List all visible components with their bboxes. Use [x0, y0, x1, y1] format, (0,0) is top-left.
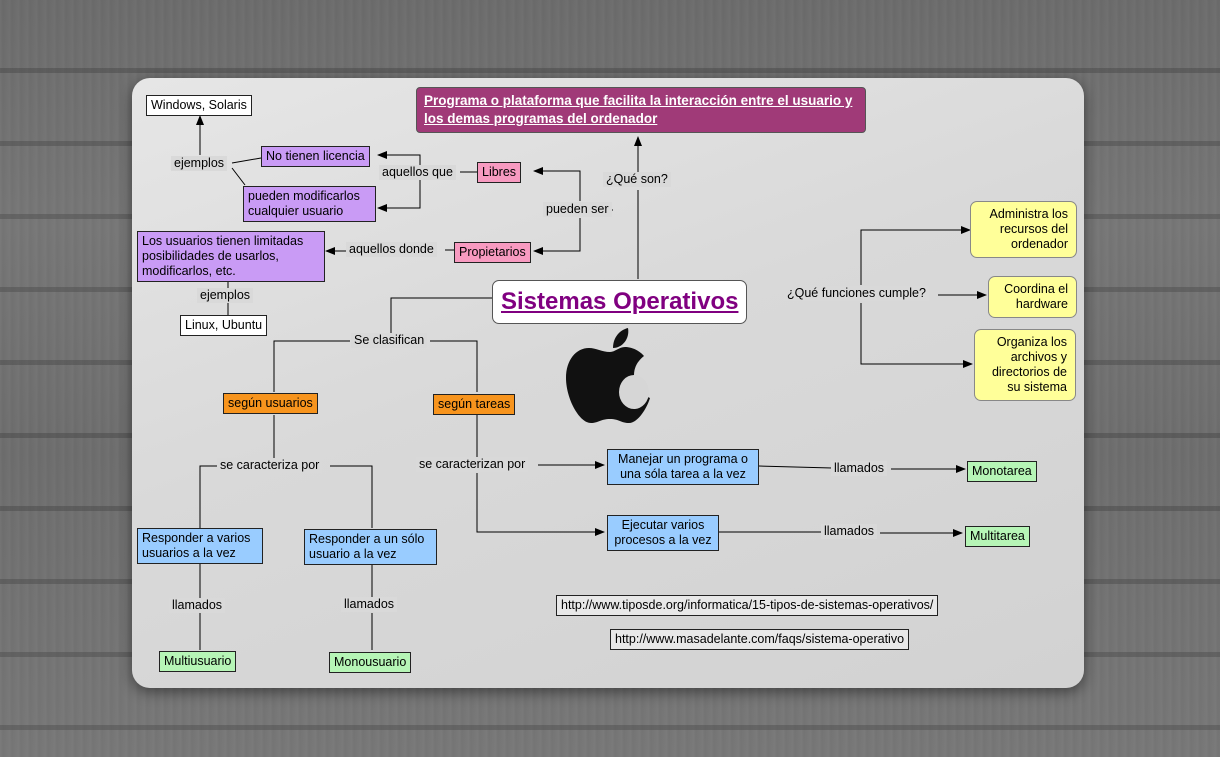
link-pueden-ser: pueden ser [543, 202, 612, 217]
apple-logo-icon [562, 322, 660, 426]
node-propietarios: Propietarios [454, 242, 531, 263]
node-limitadas: Los usuarios tienen limitadas posibilida… [137, 231, 325, 282]
link-aquellos-que: aquellos que [379, 165, 456, 180]
link-se-caracteriza: se caracteriza por [217, 458, 322, 473]
node-organiza: Organiza los archivos y directorios de s… [974, 329, 1076, 401]
node-un-usuario: Responder a un sólo usuario a la vez [304, 529, 437, 565]
link-ejemplos-1: ejemplos [171, 156, 227, 171]
node-coordina: Coordina el hardware [988, 276, 1077, 318]
node-segun-usuarios: según usuarios [223, 393, 318, 414]
main-topic-box: Sistemas Operativos [492, 280, 747, 324]
node-segun-tareas: según tareas [433, 394, 515, 415]
link-ejemplos-2: ejemplos [197, 288, 253, 303]
link-se-clasifican: Se clasifican [351, 333, 427, 348]
node-manejar: Manejar un programa o una sóla tarea a l… [607, 449, 759, 485]
definition-box: Programa o plataforma que facilita la in… [416, 87, 866, 133]
link-se-caracterizan: se caracterizan por [416, 457, 528, 472]
link-que-son: ¿Qué son? [603, 172, 671, 187]
node-varios-usuarios: Responder a varios usuarios a la vez [137, 528, 263, 564]
node-multiusuario: Multiusuario [159, 651, 236, 672]
reference-link-2[interactable]: http://www.masadelante.com/faqs/sistema-… [610, 629, 909, 650]
definition-text: Programa o plataforma que facilita la in… [424, 92, 858, 128]
link-llamados-1: llamados [169, 598, 225, 613]
link-llamados-2: llamados [341, 597, 397, 612]
node-modificarlos: pueden modificarlos cualquier usuario [243, 186, 376, 222]
node-no-licencia: No tienen licencia [261, 146, 370, 167]
node-ejecutar: Ejecutar varios procesos a la vez [607, 515, 719, 551]
reference-link-1[interactable]: http://www.tiposde.org/informatica/15-ti… [556, 595, 938, 616]
node-administra: Administra los recursos del ordenador [970, 201, 1077, 258]
link-llamados-4: llamados [821, 524, 877, 539]
node-multitarea: Multitarea [965, 526, 1030, 547]
node-libres: Libres [477, 162, 521, 183]
link-llamados-3: llamados [831, 461, 887, 476]
node-monotarea: Monotarea [967, 461, 1037, 482]
node-monousuario: Monousuario [329, 652, 411, 673]
node-linux: Linux, Ubuntu [180, 315, 267, 336]
link-funciones: ¿Qué funciones cumple? [784, 286, 929, 301]
node-windows: Windows, Solaris [146, 95, 252, 116]
link-aquellos-donde: aquellos donde [346, 242, 437, 257]
page-title: Sistemas Operativos [501, 288, 738, 315]
